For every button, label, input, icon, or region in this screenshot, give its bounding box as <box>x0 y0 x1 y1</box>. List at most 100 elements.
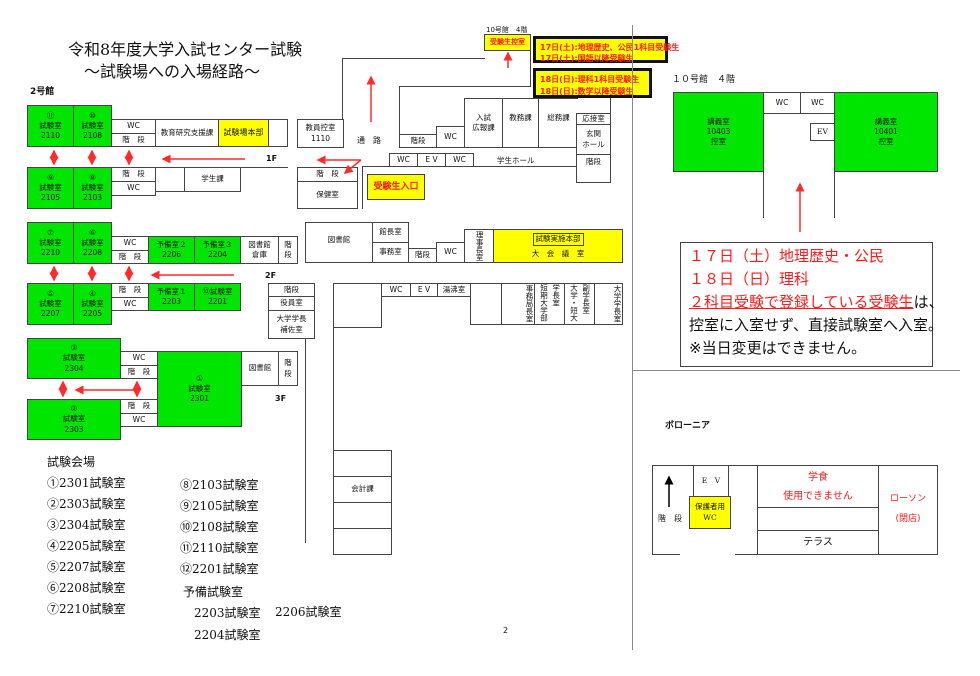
room-2304: ③ 試験室 2304 <box>27 338 121 379</box>
wc: WC <box>389 153 418 167</box>
lawson: ローソン(閉店) <box>878 465 938 555</box>
jisshi-honbu-label: 試験実施本部 <box>532 233 584 246</box>
ev: E V <box>410 283 438 297</box>
ev: EV <box>810 123 835 141</box>
guardian-wc: 保護者用 WC <box>689 496 731 529</box>
room-2110: ⑪ 試験室 2110 <box>27 105 74 147</box>
venue-list-heading: 試験会場 <box>47 455 96 469</box>
room-gakucho: 短期大学部学長室 <box>534 283 565 325</box>
venue-item: ②2303試験室 <box>47 497 126 511</box>
room-kyoiku: 教育研究支援課 <box>155 119 219 147</box>
wc: WC <box>111 297 149 311</box>
building2-label: 2号館 <box>30 87 55 97</box>
room-hoken: 保健室 <box>297 181 358 209</box>
room-2206: 予備室２ 2206 <box>148 236 195 264</box>
info-box: １７日（土）地理歴史・公民 １８日（日）理科 ２科目受験で登録している受験生は、… <box>680 242 944 367</box>
cafeteria: 学食使用できません <box>757 465 879 508</box>
venue-item: ③2304試験室 <box>47 518 126 532</box>
wc: WC <box>800 92 835 114</box>
corridor-label: 通 路 <box>357 136 381 145</box>
venue-list-col2: ⑧2103試験室 ⑨2105試験室 ⑩2108試験室 ⑪2110試験室 ⑫220… <box>180 476 259 581</box>
cafeteria-label: 学食 <box>808 471 828 483</box>
room-2103: ⑧ 試験室 2103 <box>73 167 112 209</box>
floor-label-2f: 2F <box>265 271 277 280</box>
stairs: 階 段 <box>278 236 298 264</box>
room-empty <box>470 283 502 325</box>
room-empty <box>268 119 288 147</box>
stairs: 階 段 <box>111 133 156 147</box>
room-2105: ⑨ 試験室 2105 <box>27 167 74 209</box>
room-daikaigi: 試験実施本部 大 会 議 室 <box>493 229 623 263</box>
daikaigi-label: 大 会 議 室 <box>531 248 585 258</box>
info-line: １８日（日）理科 <box>689 270 810 288</box>
wc: WC <box>381 283 411 297</box>
divider <box>632 25 633 650</box>
room-2301: ① 試験室 2301 <box>157 351 242 427</box>
page-title: 令和8年度大学入試センター試験 <box>68 40 303 59</box>
venue-item: ⑨2105試験室 <box>180 499 259 513</box>
reserve-item: 2206試験室 <box>275 605 342 619</box>
venue-item: ⑤2207試験室 <box>47 560 126 574</box>
venue-item: ⑦2210試験室 <box>47 602 126 616</box>
venue-list-col1: ①2301試験室 ②2303試験室 ③2304試験室 ④2205試験室 ⑤220… <box>47 474 126 621</box>
lawson-note: (閉店) <box>895 514 921 524</box>
room-honbu: 試験場本部 <box>218 119 269 147</box>
room-10401: 講義室 10401 控室 <box>834 92 938 172</box>
room-empty <box>333 528 392 555</box>
room-gakuseika: 学生課 <box>184 167 241 192</box>
venue-item: ⑪2110試験室 <box>180 541 259 555</box>
terrace: テラス <box>757 530 879 555</box>
daigaku-tandai-label: 大学・短大 <box>569 284 579 322</box>
bologna-label: ボローニア <box>665 421 711 431</box>
info-line: ※当日変更はできません。 <box>689 339 867 357</box>
room-yuwakashi: 湯沸室 <box>437 283 471 297</box>
cafeteria-note: 使用できません <box>783 490 853 502</box>
stairs: 階 段 <box>111 250 149 264</box>
fuku-label: 副学長室 <box>581 284 591 314</box>
venue-item: ⑫2201試験室 <box>180 562 259 576</box>
room-library: 図書館 <box>241 351 279 386</box>
room-kyoin: 教員控室 1110 <box>297 119 344 148</box>
floor-label-1f: 1F <box>266 154 278 163</box>
room-10403: 講義室 10403 控室 <box>673 92 764 172</box>
info-underlined: ２科目受験で登録している受験生 <box>689 293 914 311</box>
waiting-room: 受験生控室 <box>484 34 531 51</box>
divider <box>632 370 960 371</box>
wc: WC <box>445 153 474 167</box>
bologna-stairs: 階 段 <box>658 514 682 523</box>
ev: E V <box>693 465 729 497</box>
room-2303: ② 試験室 2303 <box>27 399 121 440</box>
room-fukugakucho: 大学・短大副学長室 <box>564 283 595 325</box>
floor-label-3f: 3F <box>275 394 287 403</box>
building10-label: １０号館 ４階 <box>672 75 736 85</box>
arrow-diag <box>343 159 362 174</box>
room-empty <box>333 502 392 529</box>
room-library-storage: 図書館 倉庫 <box>240 236 279 264</box>
notice-line: 18日(日):理科1科目受験生 <box>540 75 640 84</box>
gakucho-label: 学長室 <box>551 284 561 307</box>
reserve-heading: 予備試験室 <box>183 585 244 599</box>
notice-line: 17日(土):国語以降受験生 <box>540 53 634 63</box>
room-library: 図書館 <box>305 222 373 263</box>
wc: WC <box>120 413 158 427</box>
room-2203: 予備室１ 2203 <box>148 283 195 311</box>
room-genkan: 玄関 ホール <box>576 124 611 155</box>
room-2210: ⑦ 試験室 2210 <box>27 222 74 264</box>
room-empty <box>333 283 382 328</box>
room-2201: ⑫試験室 2201 <box>194 283 241 311</box>
info-line: １７日（土）地理歴史・公民 <box>689 247 885 265</box>
venue-item: ①2301試験室 <box>47 476 126 490</box>
venue-item: ⑥2208試験室 <box>47 581 126 595</box>
examinee-entrance: 受験生入口 <box>367 174 425 200</box>
stairs: 階 段 <box>278 351 298 386</box>
info-line-rest: は、 <box>913 293 944 311</box>
room-kaikei: 会計課 <box>333 476 392 503</box>
reserve-item: 2204試験室 <box>194 628 261 642</box>
stairs: 階段 <box>576 154 611 183</box>
room-2204: 予備室３ 2204 <box>194 236 241 264</box>
notice-line: 17日(土):地理歴史、公民1科目受験生 <box>540 43 680 52</box>
venue-item: ④2205試験室 <box>47 539 126 553</box>
room-somu: 総務課 <box>538 98 578 148</box>
